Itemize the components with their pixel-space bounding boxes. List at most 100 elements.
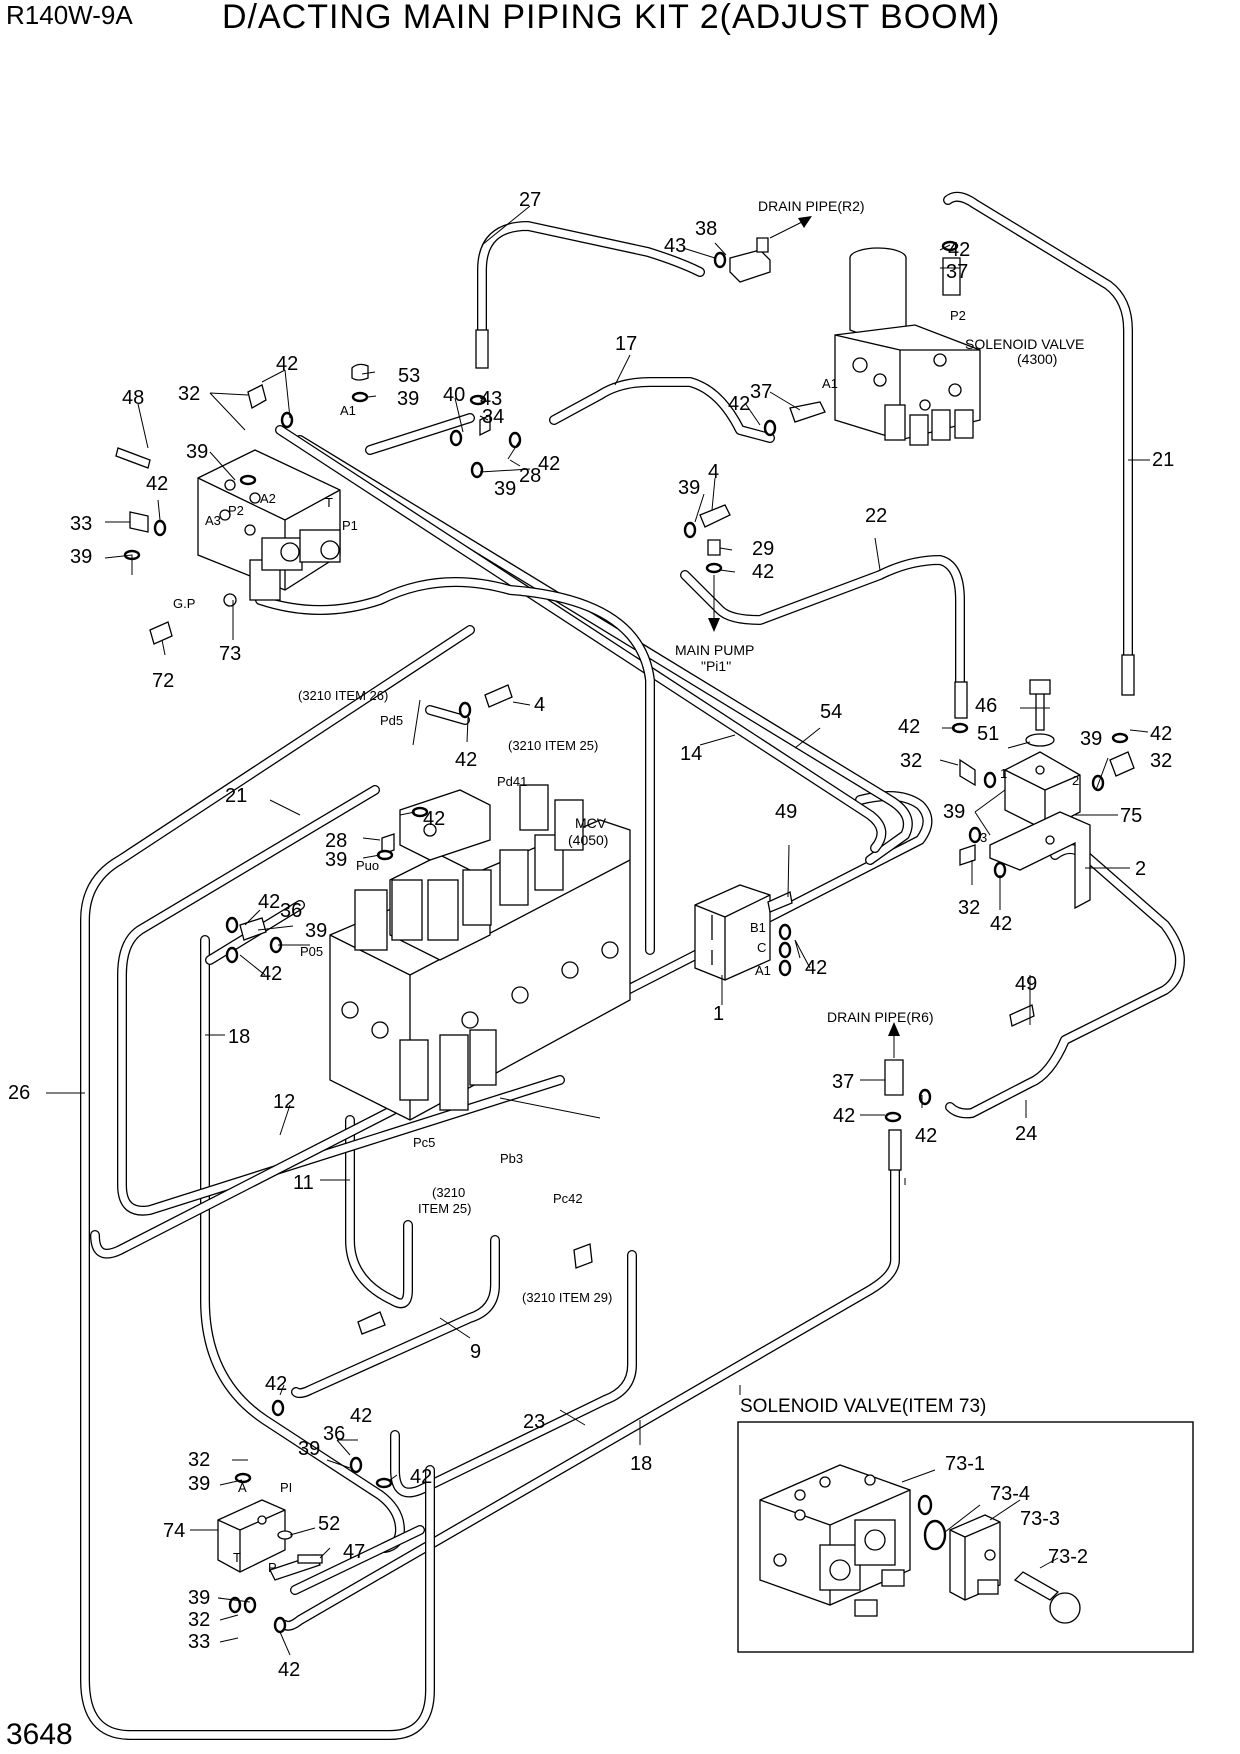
callout-c12: 12 bbox=[273, 1091, 295, 1113]
callout-c42n: 42 bbox=[805, 957, 827, 979]
label-ref-3210-25: (3210 ITEM 25) bbox=[508, 738, 598, 753]
port-label-pP: P bbox=[268, 1560, 277, 1575]
port-label-pT: T bbox=[325, 495, 333, 510]
callout-c22: 22 bbox=[865, 505, 887, 527]
callout-c42p: 42 bbox=[915, 1125, 937, 1147]
callout-c42d: 42 bbox=[276, 353, 298, 375]
callout-c39j: 39 bbox=[298, 1438, 320, 1460]
port-label-pA3: A3 bbox=[205, 513, 221, 528]
callout-c731: 73-1 bbox=[945, 1453, 985, 1475]
callout-c37b: 37 bbox=[750, 381, 772, 403]
callout-c39g: 39 bbox=[943, 801, 965, 823]
callout-c43b: 43 bbox=[480, 388, 502, 410]
callout-c42h: 42 bbox=[898, 716, 920, 738]
label-main-pump-port: "Pi1" bbox=[701, 658, 731, 674]
callout-c24: 24 bbox=[1015, 1123, 1037, 1145]
callout-c42m: 42 bbox=[260, 963, 282, 985]
callout-c39f: 39 bbox=[1080, 728, 1102, 750]
label-ref-3210-25b-2: ITEM 25) bbox=[418, 1201, 471, 1216]
leader-lines bbox=[46, 205, 1150, 1656]
callout-c18b: 18 bbox=[630, 1453, 652, 1475]
callout-c42c: 42 bbox=[538, 453, 560, 475]
callout-c38: 38 bbox=[695, 218, 717, 240]
callout-c39h: 39 bbox=[325, 849, 347, 871]
port-label-pPc5: Pc5 bbox=[413, 1135, 435, 1150]
callout-c28b: 28 bbox=[325, 830, 347, 852]
callout-c37a: 37 bbox=[946, 261, 968, 283]
port-label-pGP: G.P bbox=[173, 596, 195, 611]
callout-c11: 11 bbox=[293, 1172, 314, 1194]
callout-c37c: 37 bbox=[832, 1071, 854, 1093]
callout-c42k: 42 bbox=[423, 808, 445, 830]
callout-c4a: 4 bbox=[708, 461, 719, 483]
callout-c4b: 4 bbox=[534, 694, 545, 716]
callout-c36b: 36 bbox=[323, 1423, 345, 1445]
callout-c42g: 42 bbox=[455, 749, 477, 771]
callout-c2: 2 bbox=[1135, 858, 1146, 880]
port-label-pPI: PI bbox=[280, 1480, 292, 1495]
port-label-p1: 1 bbox=[1000, 766, 1007, 781]
callout-c18a: 18 bbox=[228, 1026, 250, 1048]
port-label-pPb3: Pb3 bbox=[500, 1151, 523, 1166]
callout-c28a: 28 bbox=[519, 465, 541, 487]
callout-c53: 53 bbox=[398, 365, 420, 387]
callout-c733: 73-3 bbox=[1020, 1508, 1060, 1530]
callout-c17: 17 bbox=[615, 333, 637, 355]
callout-c1: 1 bbox=[713, 1003, 724, 1025]
callout-c42o: 42 bbox=[833, 1105, 855, 1127]
callout-c33a: 33 bbox=[70, 513, 92, 535]
mcv-4050 bbox=[329, 784, 631, 1121]
callout-c48: 48 bbox=[122, 387, 144, 409]
label-mcv: MCV bbox=[575, 815, 607, 831]
hose-24 bbox=[945, 844, 1185, 1119]
callout-c32e: 32 bbox=[188, 1449, 210, 1471]
callout-c52: 52 bbox=[318, 1513, 340, 1535]
port-label-pPd5: Pd5 bbox=[380, 713, 403, 728]
callout-c39e: 39 bbox=[678, 477, 700, 499]
callout-c33b: 33 bbox=[188, 1631, 210, 1653]
hose-group bbox=[80, 191, 1185, 1740]
callout-c732: 73-2 bbox=[1048, 1546, 1088, 1568]
label-solenoid-code: (4300) bbox=[1017, 351, 1057, 367]
callout-c49b: 49 bbox=[1015, 973, 1037, 995]
flow-arrows bbox=[708, 216, 900, 1058]
callout-c34: 34 bbox=[482, 406, 504, 428]
port-label-pA1b: A1 bbox=[822, 376, 838, 391]
callout-c32a: 32 bbox=[178, 383, 200, 405]
callout-c42l: 42 bbox=[258, 891, 280, 913]
port-label-pPd41: Pd41 bbox=[497, 774, 527, 789]
inset-title: SOLENOID VALVE(ITEM 73) bbox=[740, 1396, 986, 1417]
label-solenoid-valve: SOLENOID VALVE bbox=[965, 336, 1084, 352]
callout-c39a: 39 bbox=[397, 388, 419, 410]
callout-c73: 73 bbox=[219, 643, 241, 665]
port-label-pA1a: A1 bbox=[340, 403, 356, 418]
port-label-pPuo: Puo bbox=[356, 858, 379, 873]
callout-c42q: 42 bbox=[265, 1373, 287, 1395]
port-labels: A1A2A3P2TP1G.PP2A1Pd5Pd41PuoP05Pc5Pb3Pc4… bbox=[173, 308, 1079, 1575]
callout-c42a: 42 bbox=[948, 239, 970, 261]
solenoid-block-73 bbox=[197, 449, 341, 607]
port-label-p3: 3 bbox=[980, 830, 987, 845]
label-ref-3210-26: (3210 ITEM 26) bbox=[298, 688, 388, 703]
callout-c9: 9 bbox=[470, 1341, 481, 1363]
port-label-pP1: P1 bbox=[342, 518, 358, 533]
port-label-pP05: P05 bbox=[300, 944, 323, 959]
port-label-pA1c: A1 bbox=[755, 963, 771, 978]
block-1 bbox=[694, 884, 771, 981]
hose-fitting-texture bbox=[475, 329, 1135, 1171]
callout-c21b: 21 bbox=[225, 785, 247, 807]
callout-c42t: 42 bbox=[278, 1659, 300, 1681]
port-label-pP2b: P2 bbox=[950, 308, 966, 323]
callout-c42j: 42 bbox=[990, 913, 1012, 935]
solenoid-valve-4300 bbox=[834, 247, 981, 446]
callout-c40: 40 bbox=[443, 384, 465, 406]
callout-c29: 29 bbox=[752, 538, 774, 560]
callout-c32d: 32 bbox=[958, 897, 980, 919]
callout-c32f: 32 bbox=[188, 1609, 210, 1631]
callout-c74: 74 bbox=[163, 1520, 185, 1542]
label-main-pump: MAIN PUMP bbox=[675, 642, 754, 658]
callout-c39b: 39 bbox=[494, 478, 516, 500]
port-label-pPc42: Pc42 bbox=[553, 1191, 583, 1206]
